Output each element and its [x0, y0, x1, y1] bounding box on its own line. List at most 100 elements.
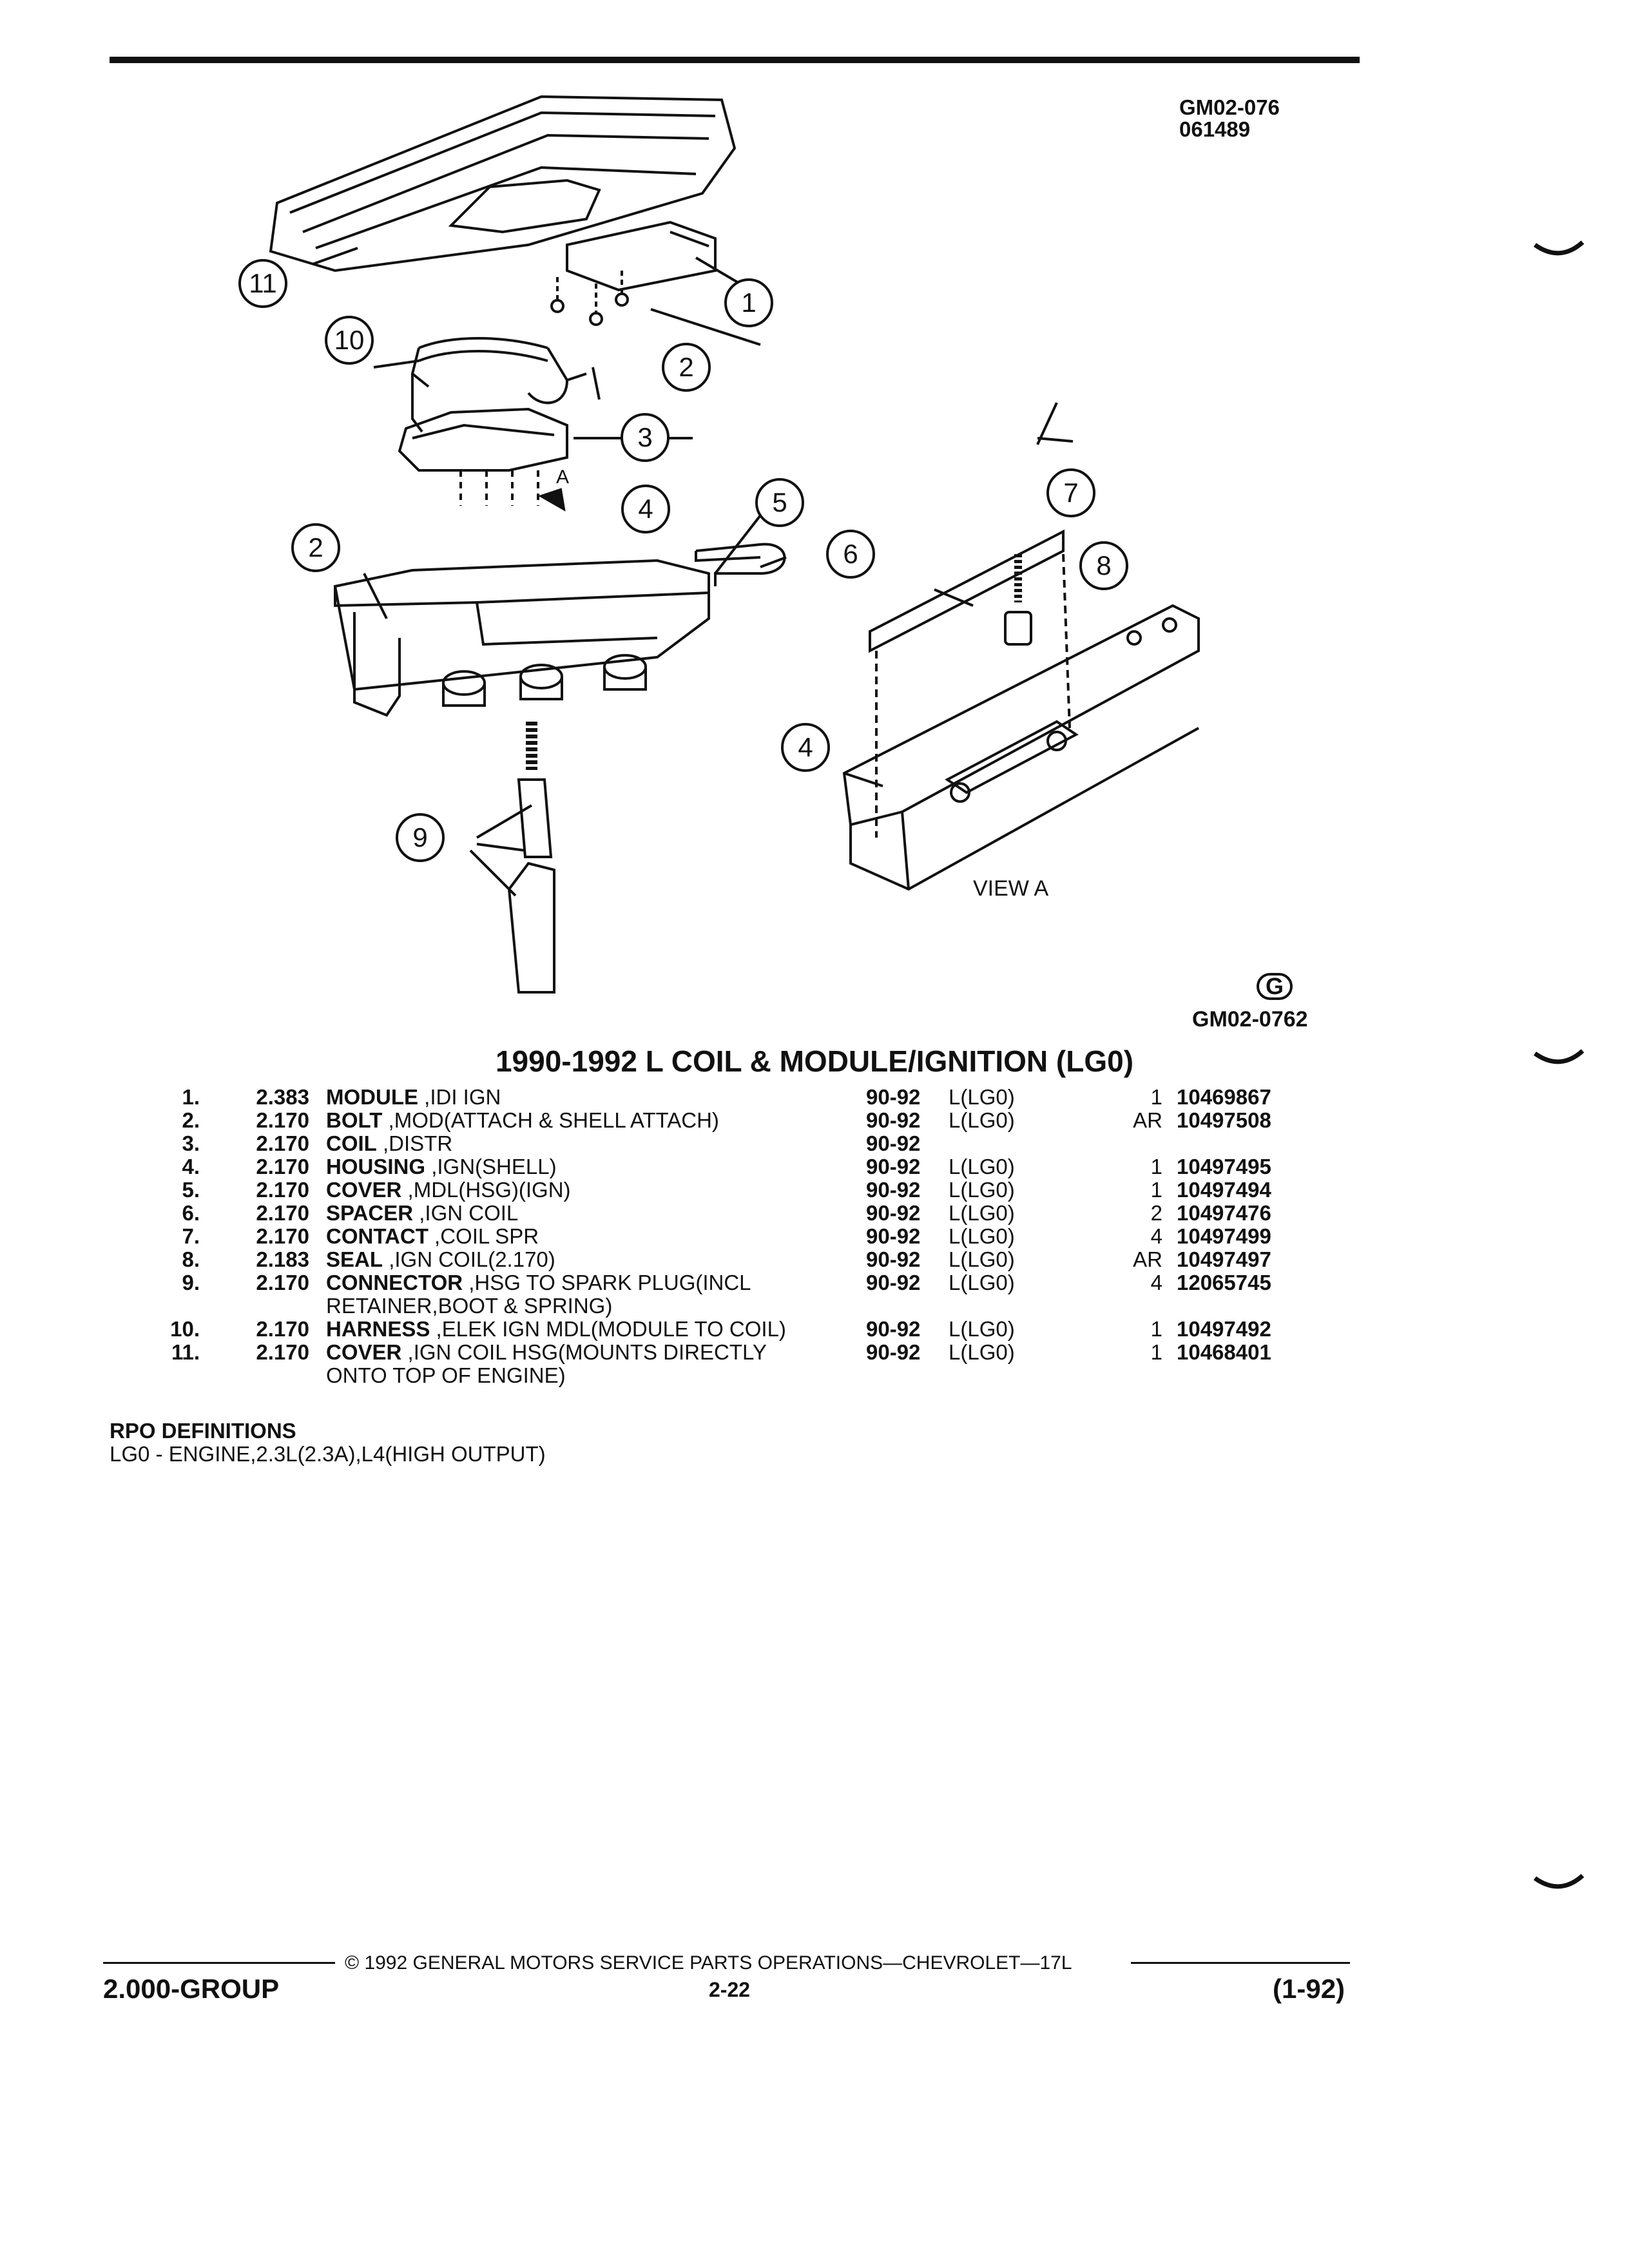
part-detail-continued: ONTO TOP OF ENGINE) [326, 1363, 566, 1387]
top-rule [110, 57, 1360, 63]
model-years: 90-92 [866, 1340, 921, 1364]
part-number: 10497476 [1177, 1201, 1271, 1225]
coil-shape [398, 407, 568, 472]
callout-6-label: 6 [843, 539, 858, 569]
item-number: 9. [182, 1271, 200, 1294]
callout-1-label: 1 [741, 287, 756, 318]
part-number: 10468401 [1177, 1340, 1271, 1364]
item-number: 4. [182, 1155, 200, 1178]
part-number: 12065745 [1177, 1271, 1271, 1294]
footer-rule-right [1131, 1962, 1350, 1964]
group-number: 2.170 [256, 1131, 309, 1155]
part-number: 10497492 [1177, 1317, 1271, 1341]
item-number: 10. [170, 1317, 200, 1341]
part-description: BOLT ,MOD(ATTACH & SHELL ATTACH) [326, 1109, 866, 1132]
group-number: 2.170 [256, 1155, 309, 1178]
quantity: 1 [1150, 1085, 1162, 1109]
rpo-code: L(LG0) [949, 1108, 1015, 1132]
part-detail: ,ELEK IGN MDL(MODULE TO COIL) [436, 1318, 786, 1341]
part-description: SEAL ,IGN COIL(2.170) [326, 1248, 866, 1271]
rpo-heading: RPO DEFINITIONS [110, 1419, 296, 1443]
model-years: 90-92 [866, 1131, 921, 1155]
model-years: 90-92 [866, 1201, 921, 1225]
rpo-definition: LG0 - ENGINE,2.3L(2.3A),L4(HIGH OUTPUT) [110, 1442, 546, 1466]
part-name: BOLT [326, 1109, 383, 1132]
quantity: 1 [1150, 1155, 1162, 1178]
view-a-label: VIEW A [973, 876, 1048, 901]
item-number: 5. [182, 1178, 200, 1202]
part-name: CONTACT [326, 1225, 429, 1248]
footer-page-number: 2-22 [709, 1978, 751, 2001]
footer-rule-left [103, 1962, 335, 1964]
part-detail: ,IGN COIL [419, 1202, 519, 1225]
part-description: HARNESS ,ELEK IGN MDL(MODULE TO COIL) [326, 1318, 866, 1341]
callout-3-label: 3 [637, 422, 652, 452]
arrow-a-label: A [556, 466, 569, 488]
part-number: 10497495 [1177, 1155, 1271, 1178]
callout-9-label: 9 [412, 822, 427, 852]
quantity [1116, 1132, 1177, 1155]
callout-2-top-label: 2 [679, 352, 693, 382]
callout-9: 9 [396, 813, 445, 862]
ref-date: 061489 [1179, 117, 1251, 141]
quantity: 1 [1150, 1178, 1162, 1202]
connector-shape [517, 778, 553, 858]
part-number: 10469867 [1177, 1085, 1271, 1109]
spacer-shape [869, 529, 1065, 653]
model-years: 90-92 [866, 1155, 921, 1178]
housing-shape [333, 559, 710, 691]
callout-8-label: 8 [1096, 550, 1111, 581]
group-number: 2.170 [256, 1178, 309, 1202]
seal-shape [1004, 611, 1032, 646]
quantity: AR [1133, 1108, 1162, 1132]
group-number: 2.170 [256, 1224, 309, 1248]
module-shape [566, 220, 717, 292]
callout-4-left: 4 [621, 485, 670, 533]
part-number: 10497497 [1177, 1247, 1271, 1271]
part-detail: ,HSG TO SPARK PLUG(INCL [468, 1271, 751, 1294]
cover-mdl-shape [695, 543, 786, 586]
harness-shape [418, 337, 548, 349]
reference-code: GM02-076 061489 [1179, 97, 1280, 140]
group-number: 2.183 [256, 1247, 309, 1271]
part-description: COVER ,MDL(HSG)(IGN) [326, 1178, 866, 1202]
quantity: 2 [1150, 1201, 1162, 1225]
part-name: MODULE [326, 1086, 418, 1109]
exploded-diagram: 11 1 10 2 3 4 5 2 6 7 8 4 9 A VIEW A [238, 95, 1200, 994]
callout-5: 5 [755, 478, 804, 527]
part-detail: ,DISTR [383, 1132, 453, 1155]
rpo-code: L(LG0) [949, 1085, 1015, 1109]
rpo-code: L(LG0) [949, 1201, 1015, 1225]
rpo-code: L(LG0) [949, 1224, 1015, 1248]
callout-7: 7 [1046, 468, 1095, 517]
part-number [1177, 1132, 1271, 1155]
rpo-code: L(LG0) [949, 1247, 1015, 1271]
group-number: 2.170 [256, 1271, 309, 1294]
part-detail: ,COIL SPR [434, 1225, 539, 1248]
part-name: COVER [326, 1178, 402, 1202]
quantity: 4 [1150, 1224, 1162, 1248]
group-number: 2.383 [256, 1085, 309, 1109]
callout-8: 8 [1079, 541, 1128, 590]
model-years: 90-92 [866, 1271, 921, 1294]
ref-code: GM02-076 [1179, 95, 1280, 119]
rpo-code: L(LG0) [949, 1340, 1015, 1364]
part-name: CONNECTOR [326, 1271, 463, 1294]
model-years: 90-92 [866, 1317, 921, 1341]
part-detail: ,IGN COIL(2.170) [389, 1248, 555, 1271]
quantity: 1 [1150, 1340, 1162, 1364]
part-detail-continued: RETAINER,BOOT & SPRING) [326, 1294, 613, 1318]
part-detail: ,MOD(ATTACH & SHELL ATTACH) [388, 1109, 719, 1132]
group-number: 2.170 [256, 1340, 309, 1364]
part-description: MODULE ,IDI IGN [326, 1086, 866, 1109]
callout-11: 11 [238, 259, 287, 308]
callout-6: 6 [826, 530, 875, 579]
callout-4-left-label: 4 [638, 494, 653, 524]
rpo-code: L(LG0) [949, 1155, 1015, 1178]
model-years: 90-92 [866, 1247, 921, 1271]
